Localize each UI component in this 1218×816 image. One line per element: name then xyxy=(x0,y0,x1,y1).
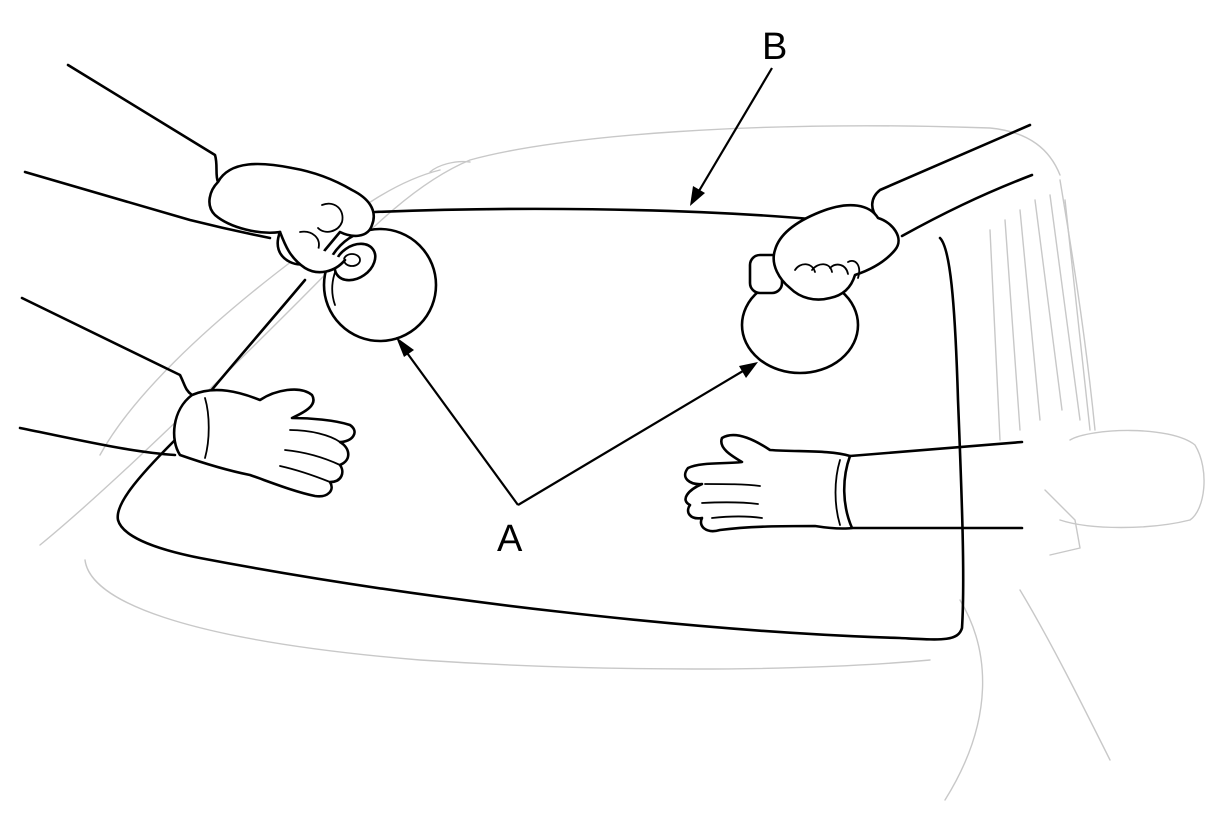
left-upper-hand xyxy=(23,63,375,274)
leader-arrow-b xyxy=(690,67,773,206)
windshield-glass xyxy=(116,207,965,641)
suction-cup-left xyxy=(322,227,438,343)
label-suction-cups: A xyxy=(497,518,523,560)
right-lower-hand xyxy=(683,433,1024,533)
left-lower-hand xyxy=(18,296,356,498)
right-upper-hand xyxy=(772,123,1034,301)
label-windshield: B xyxy=(762,26,788,68)
leader-arrows-a xyxy=(396,337,758,506)
car-body-outline xyxy=(39,125,1205,801)
